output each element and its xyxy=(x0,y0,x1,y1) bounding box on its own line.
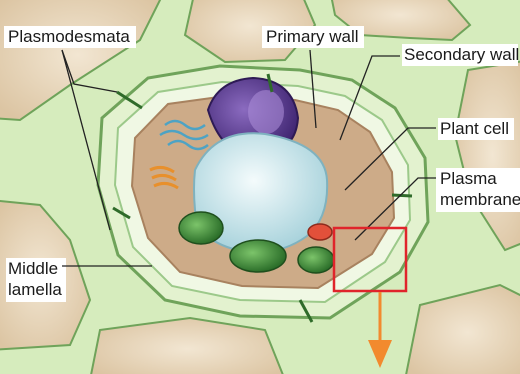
nucleolus xyxy=(248,90,284,134)
label-middle-lamella-line1: Middle xyxy=(8,259,58,279)
label-primary-wall: Primary wall xyxy=(266,27,359,47)
label-plasma-membrane-line1: Plasma xyxy=(440,169,497,189)
mitochondrion xyxy=(308,224,332,240)
label-plant-cell: Plant cell xyxy=(440,119,509,139)
label-middle-lamella-line2: lamella xyxy=(8,280,62,300)
label-plasma-membrane-line2: membrane xyxy=(440,190,520,210)
label-secondary-wall: Secondary wall xyxy=(404,45,519,65)
label-plasmodesmata: Plasmodesmata xyxy=(8,27,130,47)
